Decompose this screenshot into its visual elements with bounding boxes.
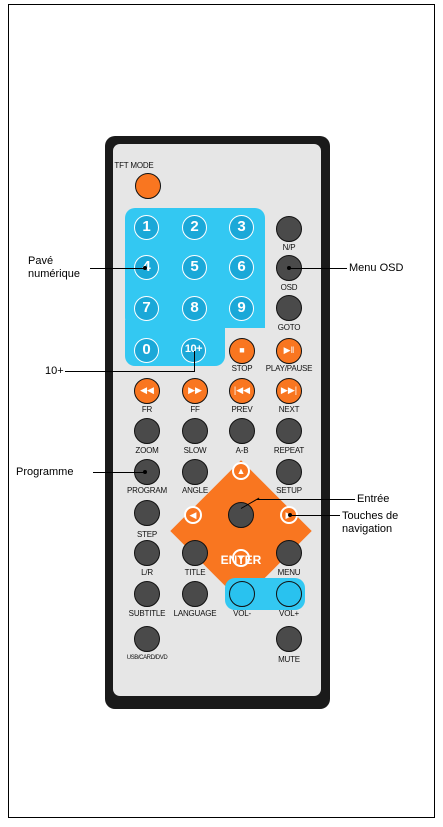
ff-label: FF bbox=[190, 405, 200, 414]
repeat-button[interactable] bbox=[276, 418, 302, 444]
play-pause-button[interactable]: ▶‖ bbox=[276, 338, 302, 364]
callout-navigation-keys: Touches de navigation bbox=[342, 510, 398, 536]
callout-menu-osd: Menu OSD bbox=[349, 262, 404, 274]
fr-button[interactable]: ◀◀ bbox=[134, 378, 160, 404]
menu-label: MENU bbox=[277, 568, 301, 577]
up-arrow-icon: ▲ bbox=[236, 466, 246, 476]
callout-navigation-dot bbox=[288, 513, 292, 517]
stop-button[interactable]: ■ bbox=[229, 338, 255, 364]
number-10plus-button[interactable]: 10+ bbox=[181, 338, 206, 363]
next-icon: ▶▶| bbox=[280, 385, 298, 395]
number-2-button[interactable]: 2 bbox=[182, 215, 207, 240]
callout-entree: Entrée bbox=[357, 493, 390, 505]
slow-button[interactable] bbox=[182, 418, 208, 444]
zoom-button[interactable] bbox=[134, 418, 160, 444]
prev-button[interactable]: |◀◀ bbox=[229, 378, 255, 404]
play-pause-icon: ▶‖ bbox=[283, 345, 295, 355]
step-label: STEP bbox=[136, 530, 158, 539]
mute-button[interactable] bbox=[276, 626, 302, 652]
fr-label: FR bbox=[141, 405, 153, 414]
language-label: LANGUAGE bbox=[173, 609, 217, 618]
tft-mode-label: TFT MODE bbox=[114, 161, 154, 170]
angle-label: ANGLE bbox=[181, 486, 209, 495]
usb-card-dvd-label: USB/CARD/DVD bbox=[126, 655, 168, 661]
left-arrow-icon: ◀ bbox=[189, 510, 197, 520]
program-label: PROGRAM bbox=[127, 486, 167, 495]
callout-numeric-pad-dot bbox=[143, 266, 147, 270]
number-9-button[interactable]: 9 bbox=[229, 296, 254, 321]
callout-programme-dot bbox=[143, 470, 147, 474]
subtitle-label: SUBTITLE bbox=[128, 609, 166, 618]
number-6-button[interactable]: 6 bbox=[229, 255, 254, 280]
callout-ten-plus-line-h bbox=[65, 371, 195, 372]
previous-icon: |◀◀ bbox=[233, 385, 251, 395]
number-3-button[interactable]: 3 bbox=[229, 215, 254, 240]
number-8-button[interactable]: 8 bbox=[182, 296, 207, 321]
lr-label: L/R bbox=[141, 568, 153, 577]
play-pause-label: PLAY/PAUSE bbox=[265, 364, 313, 373]
goto-button[interactable] bbox=[276, 295, 302, 321]
ff-button[interactable]: ▶▶ bbox=[182, 378, 208, 404]
setup-label: SETUP bbox=[276, 486, 302, 495]
vol-plus-button[interactable] bbox=[276, 581, 302, 607]
number-0-button[interactable]: 0 bbox=[134, 338, 159, 363]
osd-label: OSD bbox=[280, 283, 298, 292]
np-button[interactable] bbox=[276, 216, 302, 242]
callout-numeric-pad-line1: Pavé bbox=[28, 255, 54, 267]
title-label: TITLE bbox=[184, 568, 206, 577]
subtitle-button[interactable] bbox=[134, 581, 160, 607]
stop-label: STOP bbox=[231, 364, 253, 373]
fast-forward-icon: ▶▶ bbox=[188, 385, 202, 395]
number-7-button[interactable]: 7 bbox=[134, 296, 159, 321]
callout-numeric-pad-line bbox=[90, 268, 146, 269]
stop-icon: ■ bbox=[239, 345, 245, 355]
next-button[interactable]: ▶▶| bbox=[276, 378, 302, 404]
angle-button[interactable] bbox=[182, 459, 208, 485]
figure-frame bbox=[8, 4, 435, 818]
callout-numeric-pad: Pavé numérique bbox=[28, 255, 80, 281]
menu-button[interactable] bbox=[276, 540, 302, 566]
repeat-label: REPEAT bbox=[273, 446, 305, 455]
callout-menu-osd-line bbox=[289, 268, 347, 269]
np-label: N/P bbox=[282, 243, 296, 252]
enter-label: ENTER bbox=[220, 553, 262, 567]
callout-numeric-pad-line2: numérique bbox=[28, 268, 80, 280]
up-arrow-button[interactable]: ▲ bbox=[232, 462, 250, 480]
vol-minus-label: VOL- bbox=[233, 609, 251, 618]
number-5-button[interactable]: 5 bbox=[182, 255, 207, 280]
vol-plus-label: VOL+ bbox=[279, 609, 299, 618]
callout-entree-line-h bbox=[257, 499, 355, 500]
down-arrow-icon: ▼ bbox=[236, 553, 246, 563]
prev-label: PREV bbox=[231, 405, 253, 414]
step-button[interactable] bbox=[134, 500, 160, 526]
tft-mode-button[interactable] bbox=[135, 173, 161, 199]
callout-navigation-line bbox=[290, 515, 340, 516]
callout-menu-osd-dot bbox=[287, 266, 291, 270]
callout-ten-plus: 10+ bbox=[45, 365, 64, 377]
callout-programme-line bbox=[93, 472, 145, 473]
left-arrow-button[interactable]: ◀ bbox=[184, 506, 202, 524]
usb-card-dvd-button[interactable] bbox=[134, 626, 160, 652]
callout-navigation-line1: Touches de bbox=[342, 510, 399, 522]
enter-button[interactable] bbox=[228, 502, 254, 528]
mute-label: MUTE bbox=[278, 655, 300, 664]
zoom-label: ZOOM bbox=[135, 446, 159, 455]
lr-button[interactable] bbox=[134, 540, 160, 566]
callout-ten-plus-line-v bbox=[194, 351, 195, 372]
ab-label: A-B bbox=[235, 446, 249, 455]
language-button[interactable] bbox=[182, 581, 208, 607]
number-1-button[interactable]: 1 bbox=[134, 215, 159, 240]
callout-navigation-line2: navigation bbox=[342, 523, 393, 535]
vol-minus-button[interactable] bbox=[229, 581, 255, 607]
setup-button[interactable] bbox=[276, 459, 302, 485]
slow-label: SLOW bbox=[183, 446, 207, 455]
rewind-icon: ◀◀ bbox=[140, 385, 154, 395]
next-label: NEXT bbox=[278, 405, 300, 414]
goto-label: GOTO bbox=[277, 323, 301, 332]
callout-programme: Programme bbox=[16, 466, 74, 478]
title-button[interactable] bbox=[182, 540, 208, 566]
ab-button[interactable] bbox=[229, 418, 255, 444]
down-arrow-button[interactable]: ▼ bbox=[232, 549, 250, 567]
